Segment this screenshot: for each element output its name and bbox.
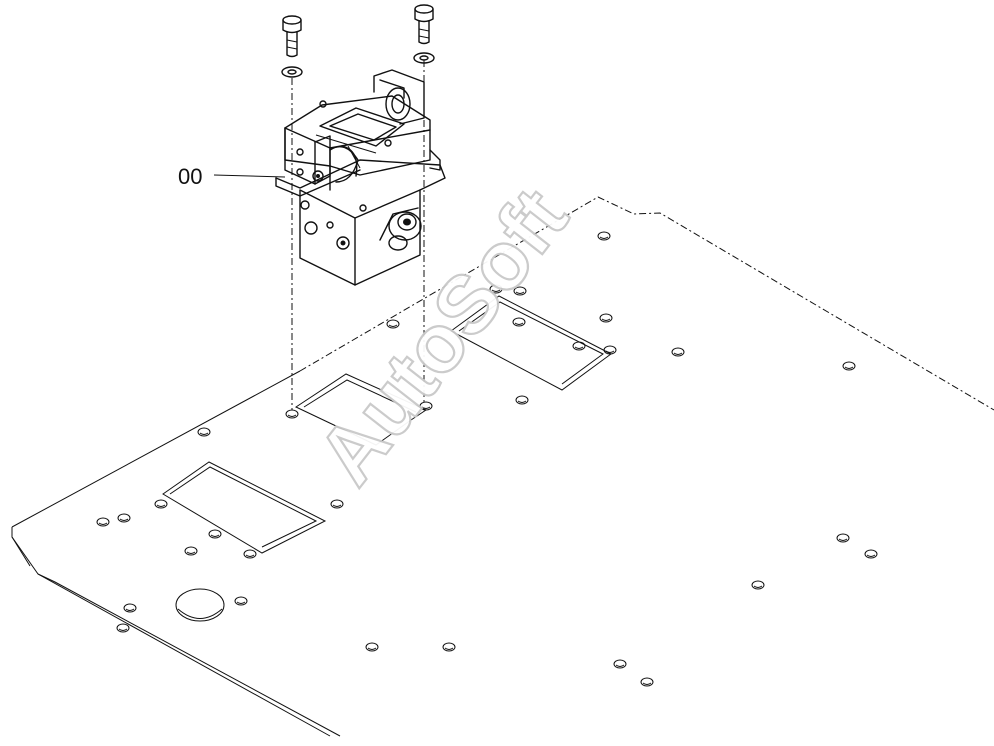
bolt-hole-shadow: [287, 414, 297, 417]
bolt-hole-shadow: [421, 406, 431, 409]
bolt-hole: [864, 549, 878, 559]
bolt-hole: [603, 345, 617, 355]
bolt-hole-shadow: [367, 647, 377, 650]
bolt-hole: [442, 642, 456, 652]
bolt-hole: [234, 596, 248, 606]
bolt-hole-shadow: [844, 366, 854, 369]
bolt-hole: [154, 499, 168, 509]
bolt-hole-shadow: [517, 400, 527, 403]
bolt-hole: [842, 361, 856, 371]
plate-cutout-center: [294, 373, 428, 446]
bolt-hole-shadow: [210, 534, 220, 537]
bolt-hole: [96, 517, 110, 527]
bolt-hole: [123, 603, 137, 613]
alignment-lines: [291, 60, 425, 410]
bolt-hole-shadow: [673, 352, 683, 355]
bolt-hole-shadow: [605, 350, 615, 353]
bolt-hole: [513, 286, 527, 296]
bolt-hole: [489, 284, 503, 294]
washer-left: [281, 66, 303, 78]
bolt-hole: [208, 529, 222, 539]
bolt-hole: [117, 513, 131, 523]
bolt-hole: [613, 659, 627, 669]
bolt-hole-shadow: [615, 664, 625, 667]
bolt-hole-shadow: [866, 554, 876, 557]
plate-large-hole: [175, 588, 225, 622]
bolt-hole: [512, 317, 526, 327]
bolt-hole-shadow: [236, 601, 246, 604]
plate-bolt-holes: [96, 231, 878, 687]
bolt-hole-shadow: [199, 432, 209, 435]
mounting-plate: [11, 196, 994, 737]
bolt-hole-shadow: [98, 522, 108, 525]
bolt-hole: [836, 533, 850, 543]
bolt-hole-shadow: [642, 682, 652, 685]
bolt-hole: [671, 347, 685, 357]
part-number-label: 00: [178, 164, 202, 189]
bolt-hole: [243, 549, 257, 559]
bolt-hole-shadow: [119, 518, 129, 521]
bolt-hole-shadow: [156, 504, 166, 507]
bolt-hole-shadow: [491, 289, 501, 292]
bolt-hole: [365, 642, 379, 652]
bolt-right: [414, 4, 434, 45]
bolt-hole: [515, 395, 529, 405]
bolt-hole: [197, 427, 211, 437]
bolt-hole: [116, 623, 130, 633]
bolt-hole-shadow: [444, 647, 454, 650]
bolt-hole: [597, 231, 611, 241]
bolt-hole-shadow: [186, 551, 196, 554]
watermark: AutoSoft: [299, 171, 586, 502]
part-callout: 00: [178, 164, 286, 189]
bolt-hole: [330, 499, 344, 509]
bolt-hole-shadow: [388, 324, 398, 327]
bolt-hole-shadow: [514, 322, 524, 325]
bolt-hole-shadow: [118, 628, 128, 631]
bolt-hole: [640, 677, 654, 687]
bolt-hole-shadow: [838, 538, 848, 541]
bolt-hole-shadow: [601, 318, 611, 321]
bolt-hole-shadow: [245, 554, 255, 557]
bolt-hole-shadow: [753, 585, 763, 588]
watermark-text: AutoSoft: [300, 172, 585, 501]
plate-cutout-left: [162, 461, 327, 554]
bolt-hole-shadow: [332, 504, 342, 507]
bolt-hole-shadow: [574, 346, 584, 349]
bolt-hole: [599, 313, 613, 323]
bolt-hole-shadow: [125, 608, 135, 611]
bolt-hole: [572, 341, 586, 351]
bolt-hole-shadow: [599, 236, 609, 239]
bolt-hole: [285, 409, 299, 419]
washer-right: [413, 52, 435, 64]
bolt-hole: [751, 580, 765, 590]
bolt-hole: [419, 401, 433, 411]
bolt-hole: [184, 546, 198, 556]
bolt-left: [282, 15, 302, 58]
bolt-hole-shadow: [515, 291, 525, 294]
valve-assembly: [275, 69, 446, 286]
bolt-hole: [386, 319, 400, 329]
